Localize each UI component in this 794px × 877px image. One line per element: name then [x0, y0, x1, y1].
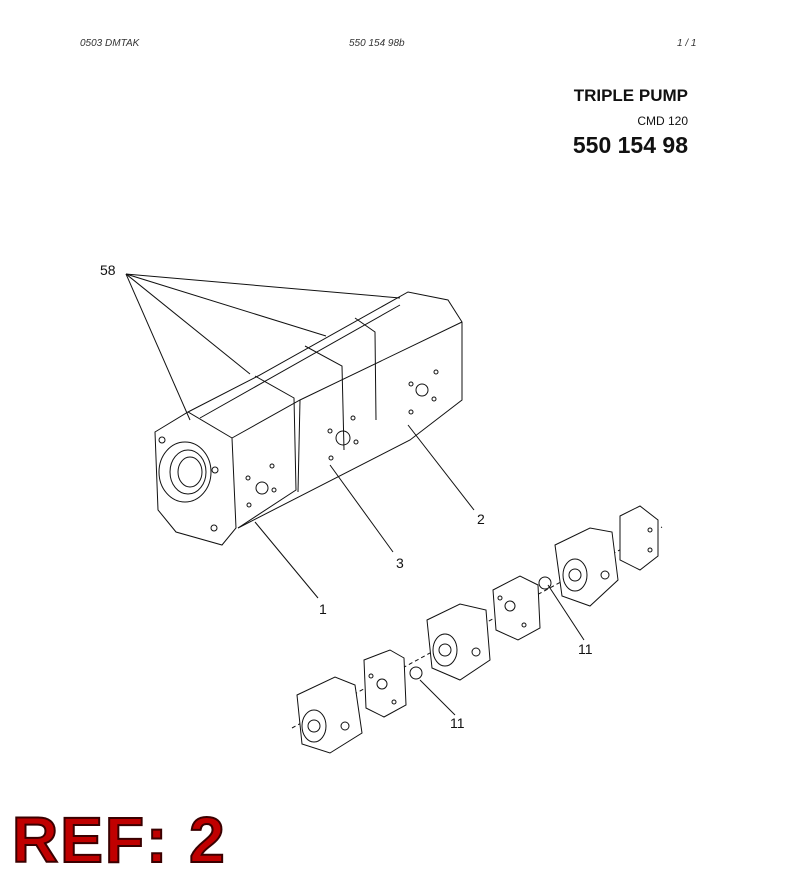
exploded-parts [296, 505, 659, 754]
callout-11-upper: 11 [578, 641, 593, 657]
callout-2: 2 [477, 511, 485, 527]
assembled-pump [154, 291, 463, 546]
part-title: TRIPLE PUMP [573, 86, 688, 105]
model-number: CMD 120 [637, 114, 688, 128]
ref-stamp: REF: 2 [11, 804, 227, 876]
header-document-number: 550 154 98b [349, 38, 405, 49]
callout-1: 1 [319, 601, 327, 617]
header-code: 0503 DMTAK [80, 38, 140, 49]
callout-11-lower: 11 [450, 715, 465, 731]
part-number: 550 154 98 [572, 132, 688, 158]
callout-3: 3 [396, 555, 404, 571]
leader-lines [125, 273, 585, 716]
callout-58: 58 [100, 262, 116, 278]
header-page-number: 1 / 1 [677, 38, 697, 49]
